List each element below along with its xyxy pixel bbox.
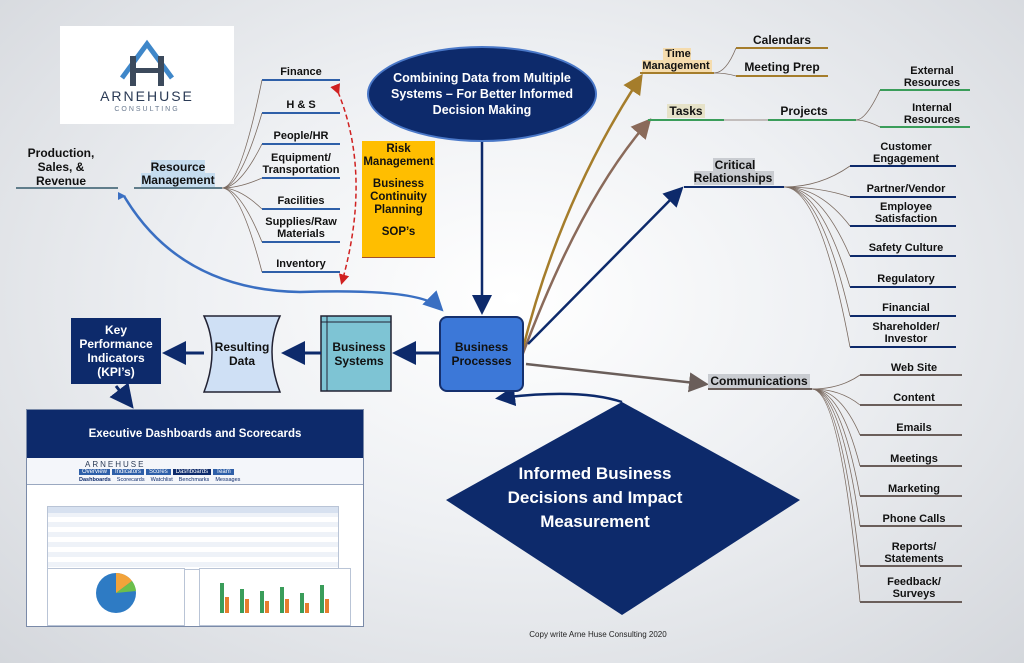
internal-resources-label: Internal Resources	[903, 102, 961, 126]
resource-equipment: Equipment/ Transportation	[262, 152, 340, 176]
central-goal-oval: Combining Data from Multiple Systems – F…	[367, 46, 597, 142]
dashboard-bar-widget	[199, 568, 351, 626]
executive-dashboard: Executive Dashboards and Scorecards ARNE…	[26, 409, 364, 627]
risk-management-label: Risk Management	[363, 143, 434, 168]
resulting-data-shape	[202, 315, 282, 393]
house-logo-icon	[119, 39, 175, 86]
resulting-data-label: Resulting Data	[214, 340, 270, 368]
logo-name: ARNEHUSE	[100, 88, 194, 104]
rel-safety-culture: Safety Culture	[868, 242, 944, 254]
logo-tagline: CONSULTING	[114, 106, 180, 113]
subnav-messages[interactable]: Messages	[215, 477, 241, 483]
kpi-label: Key Performance Indicators (KPI’s)	[79, 323, 153, 379]
rel-regulatory: Regulatory	[877, 273, 935, 285]
rel-partner-vendor: Partner/Vendor	[866, 183, 946, 195]
subnav-benchmarks[interactable]: Benchmarks	[178, 477, 210, 483]
channel-marketing: Marketing	[888, 483, 940, 495]
channel-meetings: Meetings	[890, 453, 938, 465]
dashboard-table	[47, 506, 339, 570]
time-management-text: Time Management	[642, 48, 712, 72]
channel-content: Content	[893, 392, 935, 404]
subnav-watchlist[interactable]: Watchlist	[150, 477, 173, 483]
channel-web-site: Web Site	[890, 362, 938, 374]
resource-finance: Finance	[280, 66, 322, 78]
rel-financial: Financial	[882, 302, 930, 314]
dashboard-subnav: Dashboards Scorecards Watchlist Benchmar…	[79, 477, 240, 483]
resource-management-label: Resource Management	[134, 160, 222, 187]
company-logo: ARNEHUSE CONSULTING	[60, 26, 234, 124]
meeting-prep-label: Meeting Prep	[744, 60, 820, 74]
subnav-dashboards[interactable]: Dashboards	[79, 477, 111, 483]
resource-facilities: Facilities	[277, 195, 325, 207]
subnav-scorecards[interactable]: Scorecards	[116, 477, 145, 483]
channel-reports: Reports/ Statements	[884, 541, 944, 565]
channel-emails: Emails	[896, 422, 932, 434]
tasks-text: Tasks	[667, 104, 705, 118]
business-systems-label: Business Systems	[332, 340, 386, 368]
decision-diamond	[446, 402, 800, 615]
nav-indicators[interactable]: Indicators	[112, 469, 145, 475]
copyright-footer: Copy write Arne Huse Consulting 2020	[529, 630, 667, 639]
resource-supplies: Supplies/Raw Materials	[265, 216, 337, 240]
nav-scores[interactable]: Scores	[146, 469, 171, 475]
critical-relationships-label: Critical Relationships	[684, 158, 784, 185]
channel-feedback: Feedback/ Surveys	[887, 576, 941, 600]
pie-chart-icon	[96, 573, 136, 613]
sops-label: SOP’s	[381, 226, 416, 238]
dashboard-title: Executive Dashboards and Scorecards	[27, 410, 363, 458]
resource-hs: H & S	[286, 99, 316, 111]
business-continuity-label: Business Continuity Planning	[370, 178, 427, 216]
rel-employee-satisfaction: Employee Satisfaction	[874, 201, 938, 225]
critical-relationships-text: Critical Relationships	[693, 158, 775, 185]
dashboard-nav: Overview Indicators Scores Dashboards Te…	[79, 469, 234, 475]
dashboard-pie-widget	[47, 568, 185, 626]
rel-customer-engagement: Customer Engagement	[872, 141, 939, 165]
central-goal-text: Combining Data from Multiple Systems – F…	[391, 71, 573, 117]
nav-overview[interactable]: Overview	[79, 469, 111, 475]
resource-inventory: Inventory	[276, 258, 326, 270]
business-processes-box: Business Processes	[439, 316, 524, 392]
communications-label: Communications	[706, 374, 812, 388]
nav-team[interactable]: Team	[213, 469, 234, 475]
projects-label: Projects	[780, 104, 828, 118]
rel-shareholder-investor: Shareholder/ Investor	[872, 321, 940, 345]
tasks-label: Tasks	[648, 104, 724, 118]
dashboard-header: ARNEHUSE Overview Indicators Scores Dash…	[27, 458, 363, 485]
external-resources-label: External Resources	[903, 65, 961, 89]
resource-management-text: Resource Management	[141, 160, 215, 187]
time-management-label: Time Management	[640, 48, 714, 72]
business-processes-label: Business Processes	[451, 340, 512, 368]
kpi-box: Key Performance Indicators (KPI’s)	[71, 318, 161, 384]
production-sales-revenue-label: Production, Sales, & Revenue	[27, 146, 95, 188]
calendars-label: Calendars	[752, 33, 812, 47]
communications-text: Communications	[708, 374, 810, 388]
channel-phone-calls: Phone Calls	[882, 513, 946, 525]
nav-dashboards[interactable]: Dashboards	[172, 469, 212, 475]
decisions-label: Informed Business Decisions and Impact M…	[507, 464, 683, 531]
risk-box: Risk Management Business Continuity Plan…	[362, 141, 435, 257]
resource-people-hr: People/HR	[273, 130, 329, 142]
bar-chart-icon	[220, 583, 329, 613]
dashboard-logo: ARNEHUSE	[85, 460, 146, 469]
business-systems-shape	[320, 315, 392, 392]
